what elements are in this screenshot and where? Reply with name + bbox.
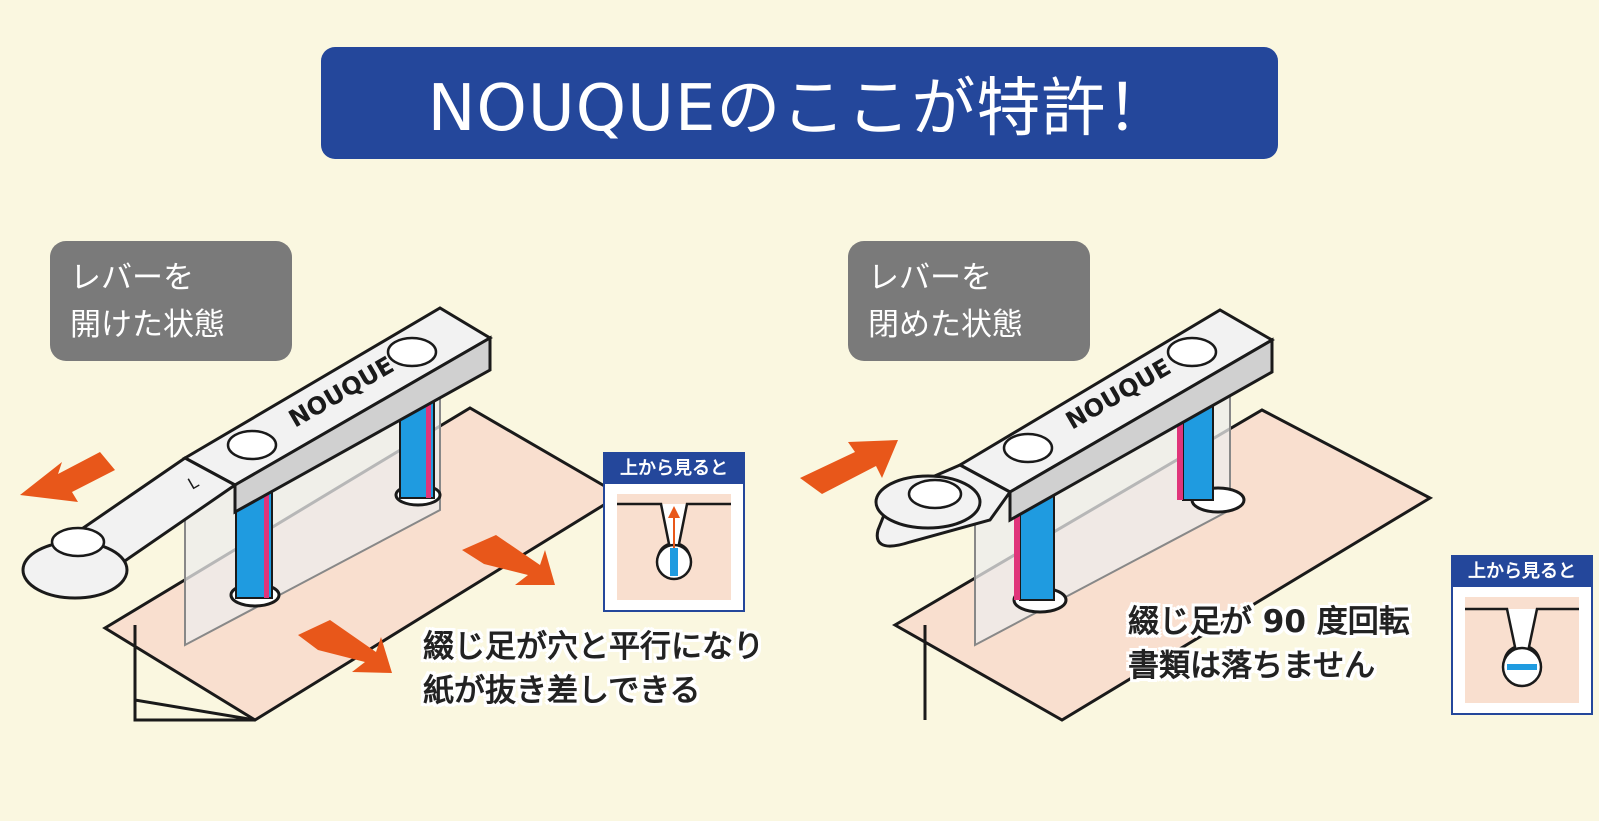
topview-title: 上から見ると xyxy=(1453,557,1591,587)
binder-open-illustration: NOUQUE L xyxy=(0,280,800,754)
topview-closed-inset: 上から見ると xyxy=(1451,555,1593,715)
arrow-right-down-icon xyxy=(298,620,392,673)
arrow-up-icon xyxy=(668,506,680,518)
binder-closed-illustration: NOUQUE xyxy=(800,280,1599,754)
page-title: NOUQUEのここが特許！ xyxy=(321,47,1278,159)
topview-title: 上から見ると xyxy=(605,454,743,484)
arrow-up-right-icon xyxy=(800,440,898,494)
caption-closed: 綴じ足が 90 度回転 書類は落ちません xyxy=(1128,604,1410,684)
caption-open: 綴じ足が穴と平行になり 紙が抜き差しできる xyxy=(423,629,764,709)
arrow-right-down-icon xyxy=(462,535,555,585)
state-label-open: レバーを 開けた状態 xyxy=(50,241,292,361)
arrow-left-icon xyxy=(20,452,115,502)
state-label-closed: レバーを 閉めた状態 xyxy=(848,241,1090,361)
topview-open-inset: 上から見ると xyxy=(603,452,745,612)
